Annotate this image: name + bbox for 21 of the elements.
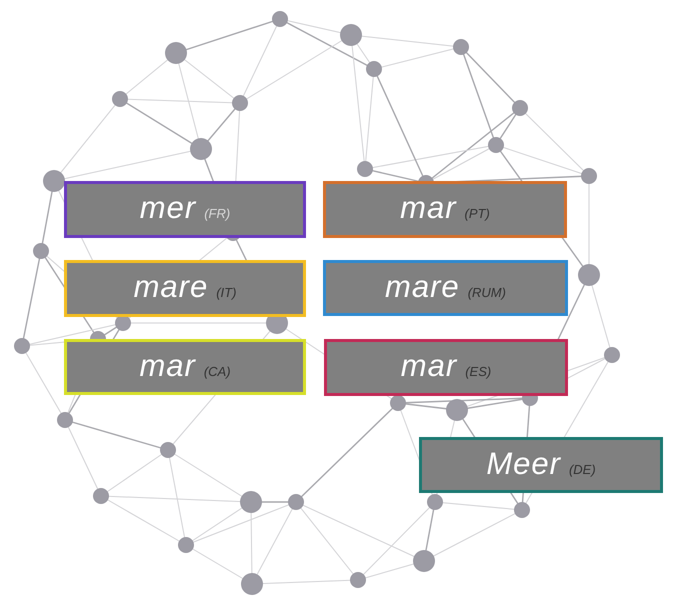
language-code: (RUM) <box>468 285 506 300</box>
word-text: mar <box>400 348 458 384</box>
word-box <box>323 260 568 316</box>
language-code: (PT) <box>464 206 490 221</box>
word-box <box>419 437 663 493</box>
word-box <box>324 339 568 396</box>
word-box <box>64 339 306 395</box>
language-code: (DE) <box>568 462 596 477</box>
word-text: mare <box>134 269 208 305</box>
word-text: mar <box>139 348 196 384</box>
language-code: (CA) <box>204 364 231 379</box>
word-text: mare <box>385 269 460 305</box>
word-text: mer <box>140 190 196 226</box>
language-code: (IT) <box>216 285 236 300</box>
language-code: (FR) <box>204 206 230 221</box>
word-box <box>64 260 306 317</box>
word-text: mar <box>400 190 457 226</box>
word-box <box>64 181 306 238</box>
word-text: Meer <box>486 446 561 482</box>
language-code: (ES) <box>465 364 492 379</box>
word-box <box>323 181 567 238</box>
